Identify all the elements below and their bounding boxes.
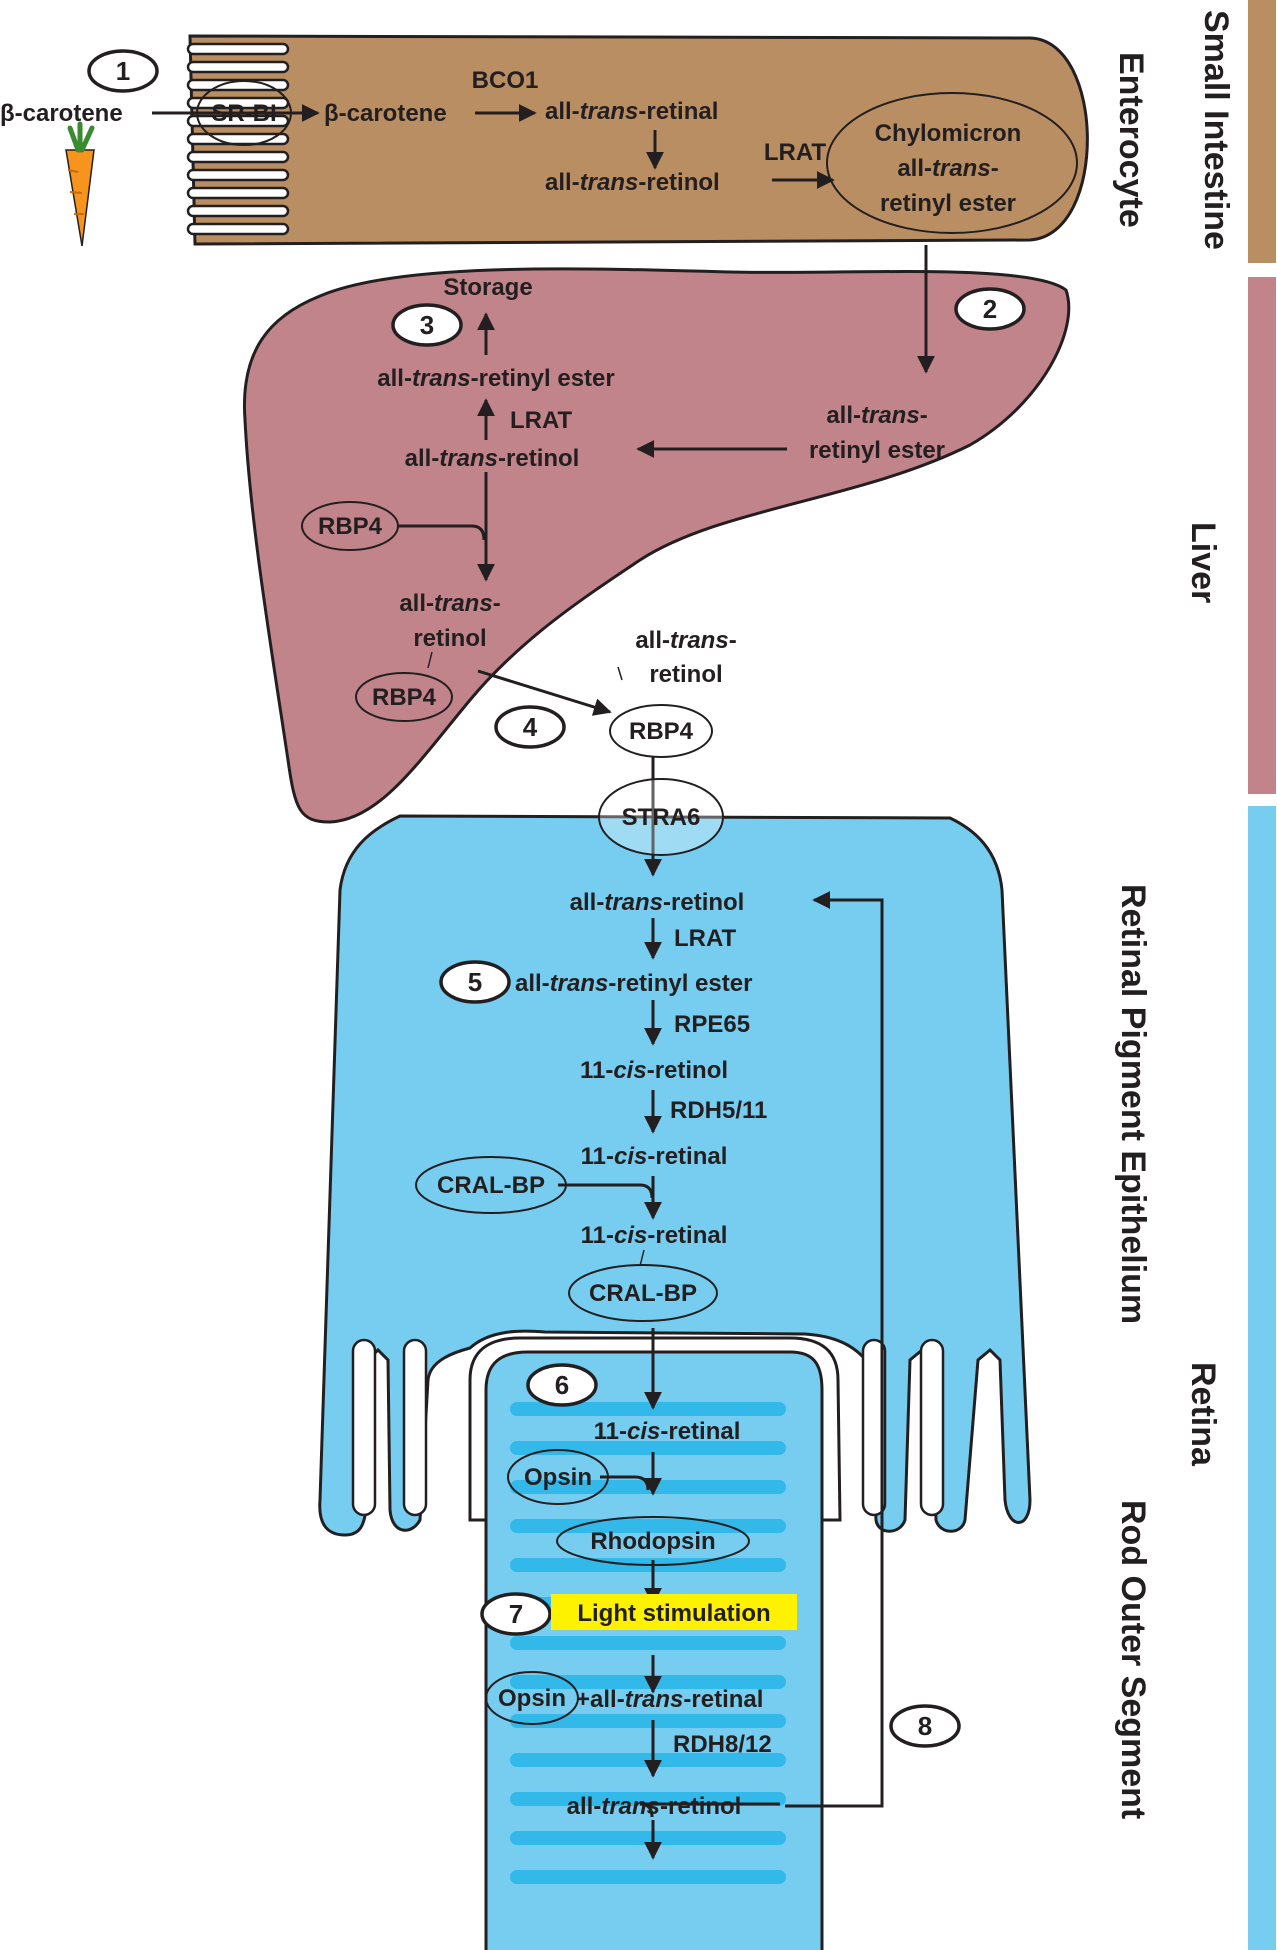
- step-6-number: 6: [555, 1370, 569, 1400]
- liver-lrat-label: LRAT: [510, 407, 573, 434]
- cralbp-a-label: CRAL-BP: [437, 1172, 545, 1199]
- all-trans-retinal-label: all-trans-retinal: [545, 98, 718, 125]
- plus-all-trans-retinal-label: +all-trans-retinal: [576, 1686, 763, 1713]
- storage-label: Storage: [443, 274, 532, 301]
- rpe-cis-retinal1-label: 11-cis-retinal: [581, 1143, 728, 1170]
- small-intestine-label: Small Intestine: [1197, 10, 1235, 250]
- rdh812-label: RDH8/12: [673, 1731, 772, 1758]
- step-2-number: 2: [983, 294, 997, 324]
- liver-incoming-ester-line1: all-trans-: [826, 402, 927, 429]
- blood-retinol-line1: all-trans-: [635, 627, 736, 654]
- rpe-lrat-label: LRAT: [674, 925, 737, 952]
- enterocyte-label: Enterocyte: [1112, 52, 1150, 228]
- b-carotene-label: β-carotene: [324, 100, 447, 127]
- blood-retinol-line2: retinol: [649, 661, 722, 688]
- opsin-a-label: Opsin: [524, 1464, 592, 1491]
- ros-cis-retinal-label: 11-cis-retinal: [594, 1418, 741, 1445]
- ros-label: Rod Outer Segment: [1114, 1500, 1152, 1819]
- opsin-b-label: Opsin: [498, 1685, 566, 1712]
- ros-retinol-label: all-trans-retinol: [567, 1793, 742, 1820]
- rbp4-liver-b-ellipse: [355, 672, 453, 722]
- srbi-ellipse: [196, 80, 292, 146]
- rbp4-liver-a-label: RBP4: [318, 513, 383, 540]
- all-trans-retinol-intestine-label: all-trans-retinol: [545, 169, 720, 196]
- cralbp-a-ellipse: [415, 1156, 567, 1214]
- liver-incoming-ester-line2: retinyl ester: [809, 437, 945, 464]
- pathway-arrows: [152, 104, 935, 1860]
- rbp4-blood-ellipse: [609, 704, 713, 758]
- step-3-number: 3: [420, 310, 434, 340]
- rpe-cis-retinol-label: 11-cis-retinol: [580, 1057, 728, 1084]
- step-7-number: 7: [509, 1599, 523, 1629]
- step-4-number: 4: [523, 712, 538, 742]
- rpe-retinyl-ester-label: all-trans-retinyl ester: [515, 970, 752, 997]
- chylomicron-retinyl-ester-label: retinyl ester: [880, 190, 1016, 217]
- chylomicron-ellipse: [826, 92, 1078, 234]
- retina-label: Retina: [1184, 1362, 1222, 1467]
- step-8-number: 8: [918, 1711, 932, 1741]
- rpe-label: Retinal Pigment Epithelium: [1114, 884, 1152, 1324]
- chylomicron-all-trans-label: all-trans-: [897, 155, 998, 182]
- rpe-retinol-label: all-trans-retinol: [570, 889, 745, 916]
- enterocyte-cell: [186, 34, 1089, 246]
- rpe65-label: RPE65: [674, 1011, 750, 1038]
- light-stimulation-label: Light stimulation: [577, 1600, 770, 1627]
- step-1-number: 1: [116, 56, 130, 86]
- opsin-a-ellipse: [507, 1449, 609, 1505]
- stra6-label: STRA6: [622, 804, 701, 831]
- retina-bar: [1248, 806, 1276, 1950]
- step-5-number: 5: [468, 967, 482, 997]
- light-highlight: [551, 1594, 797, 1630]
- chylomicron-label: Chylomicron: [875, 120, 1022, 147]
- liver-retinyl-ester-label: all-trans-retinyl ester: [377, 365, 614, 392]
- intestine-bar: [1248, 0, 1276, 263]
- b-carotene-outside-label: β-carotene: [0, 100, 123, 127]
- lrat-intestine-label: LRAT: [764, 139, 827, 166]
- protein-ellipses: [196, 80, 750, 1725]
- liver-retinol2-line1: all-trans-: [399, 590, 500, 617]
- liver-label: Liver: [1184, 522, 1222, 603]
- rdh511-label: RDH5/11: [670, 1097, 767, 1124]
- cralbp-b-label: CRAL-BP: [589, 1280, 697, 1307]
- cralbp-b-ellipse: [568, 1264, 718, 1322]
- bco1-label: BCO1: [472, 67, 539, 94]
- liver-shape: [242, 267, 1071, 824]
- rpe-cis-retinal2-label: 11-cis-retinal: [581, 1222, 728, 1249]
- rbp4-blood-label: RBP4: [629, 718, 694, 745]
- stra6-ellipse: [598, 778, 724, 856]
- carrot-icon: [65, 121, 95, 247]
- rhodopsin-ellipse: [556, 1516, 750, 1566]
- step-ovals: [87, 49, 1026, 1748]
- liver-retinol-label: all-trans-retinol: [405, 445, 580, 472]
- liver-bar: [1248, 277, 1276, 794]
- rbp4-liver-b-label: RBP4: [372, 684, 437, 711]
- srbi-label: SR-BI: [211, 100, 276, 127]
- opsin-b-ellipse: [485, 1671, 579, 1725]
- liver-retinol2-line2: retinol: [413, 625, 486, 652]
- rhodopsin-label: Rhodopsin: [590, 1528, 715, 1555]
- rpe-villi: [351, 1338, 945, 1517]
- rbp4-liver-a-ellipse: [301, 501, 399, 551]
